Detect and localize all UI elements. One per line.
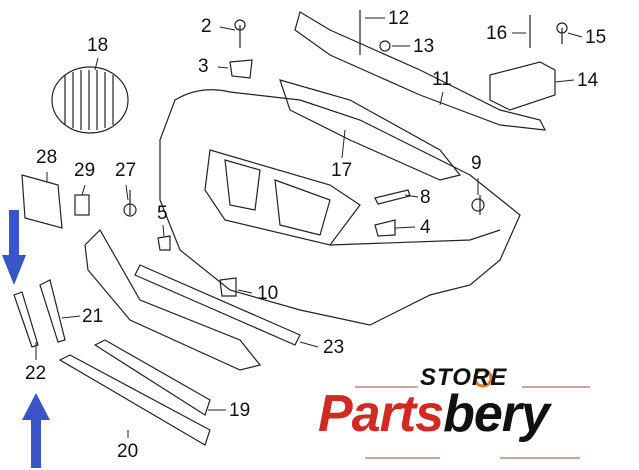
trim-strip [134,264,301,346]
callout-23: 23 [323,337,345,358]
callout-10: 10 [257,283,279,304]
callout-20: 20 [117,441,139,462]
side-trim [13,279,66,348]
callout-16: 16 [486,23,508,44]
callout-22: 22 [25,363,47,384]
bumper-reinforcement [294,11,547,131]
logo-brand-black: bery [443,385,550,443]
callout-8: 8 [420,187,431,208]
callout-21: 21 [82,306,104,327]
callout-28: 28 [36,147,58,168]
callout-29: 29 [74,160,96,181]
callout-11: 11 [432,69,452,90]
kidney-grille [51,66,129,134]
down-arrow [2,210,26,285]
license-bracket [21,174,63,229]
lower-grille [58,354,211,446]
up-arrow [22,393,50,468]
callout-27: 27 [115,160,137,181]
callout-14: 14 [577,70,599,91]
lower-spoiler [84,229,262,371]
callout-9: 9 [471,153,482,174]
callout-13: 13 [413,36,435,57]
callout-19: 19 [229,400,251,421]
callout-3: 3 [198,56,209,77]
logo-brand-red: Parts [318,385,444,443]
logo-store-text: STORE [420,364,508,391]
logo-brand: Partsbery [318,385,550,443]
bracket [489,61,556,111]
callout-4: 4 [420,217,431,238]
callout-12: 12 [388,8,410,29]
callout-17: 17 [331,160,353,181]
bumper-cover [159,89,521,326]
energy-absorber [279,79,462,181]
callout-18: 18 [87,35,109,56]
callout-2: 2 [201,16,212,37]
callout-15: 15 [585,27,607,48]
callout-5: 5 [157,203,168,224]
